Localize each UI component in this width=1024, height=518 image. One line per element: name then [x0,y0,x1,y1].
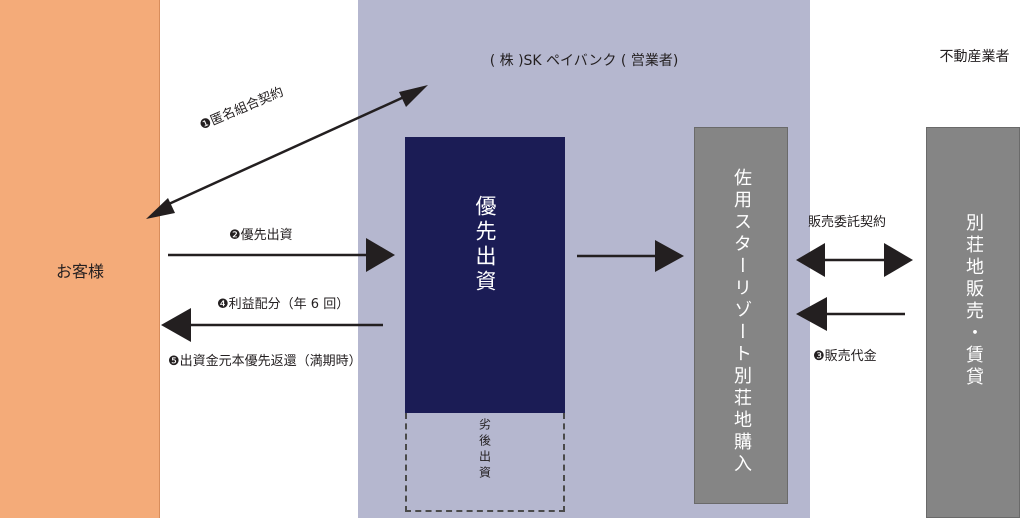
investment-arrowhead [366,238,395,272]
villa-sales-text: 別荘地販売・賃貸 [963,213,984,389]
villa-sales-label: 別荘地販売・賃貸 [926,213,1020,389]
subordinated-investment-text: 劣後出資 [477,418,492,482]
subordinated-investment-box [405,413,565,512]
sales-contract-arrowhead-right [884,243,913,277]
customer-panel [0,0,160,518]
senior-investment-text: 優先出資 [473,195,497,295]
step2-label: ❷優先出資 [229,228,293,243]
contract-arrowhead-operator [399,85,428,107]
purchase-arrowhead [655,240,684,272]
senior-investment-box [405,137,565,413]
contract-arrow-line [159,90,416,210]
customer-label: お客様 [55,262,104,281]
proceeds-arrowhead [796,297,827,331]
sales-contract-label: 販売委託契約 [808,215,887,230]
operator-title: ( 株 )SK ペイバンク ( 営業者) [489,53,679,69]
villa-sales-box [926,127,1020,518]
resort-purchase-text: 佐用スターリゾート別荘地購入 [731,168,752,476]
real-estate-title: 不動産業者 [939,49,1010,65]
sales-contract-arrowhead-left [796,243,825,277]
resort-purchase-label: 佐用スターリゾート別荘地購入 [694,168,788,476]
step5-label: ❺出資金元本優先返還（満期時） [168,354,362,369]
step4-label: ❹利益配分（年 6 回） [217,297,350,312]
resort-purchase-box [694,127,788,504]
subordinated-investment-label: 劣後出資 [405,418,565,482]
senior-investment-label: 優先出資 [405,195,565,295]
step3-label: ❸販売代金 [813,349,877,364]
contract-arrowhead-customer [146,198,175,219]
distribution-arrowhead [161,308,191,342]
